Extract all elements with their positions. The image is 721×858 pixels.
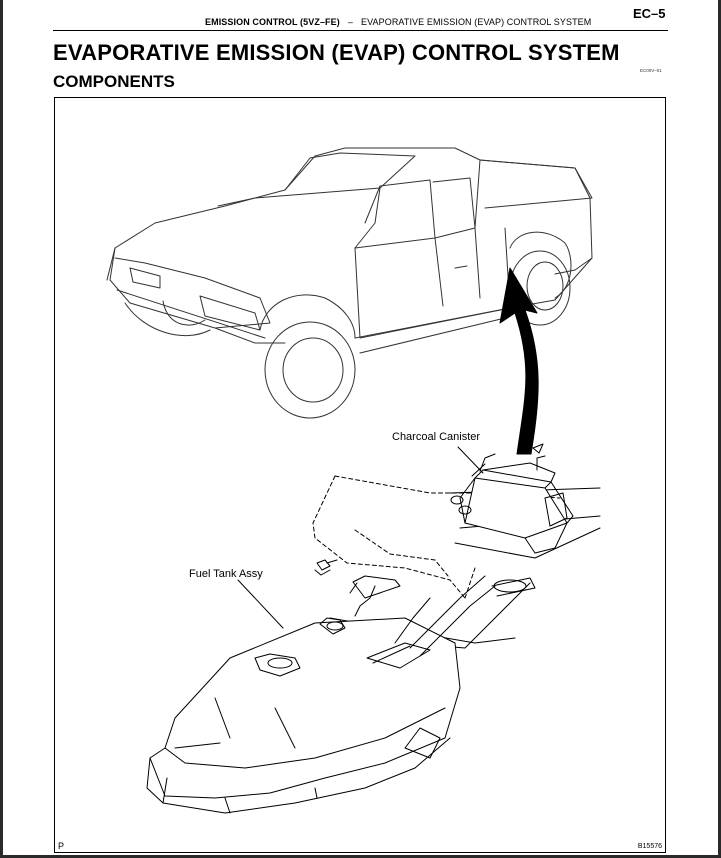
figure-code: B15576 [637,843,662,850]
viewer-right-border [718,0,721,858]
header-separator: – [347,17,353,27]
label-charcoal-canister: Charcoal Canister [392,431,481,443]
figure-corner-letter: P [58,841,65,851]
viewer-bottom-border [0,855,721,858]
canister-leader-line [457,446,484,474]
label-fuel-tank-assy: Fuel Tank Assy [189,568,263,580]
header-subsection: EVAPORATIVE EMISSION (EVAP) CONTROL SYST… [360,17,592,27]
running-header: EMISSION CONTROL (5VZ–FE)–EVAPORATIVE EM… [205,17,591,27]
header-rule [53,30,668,31]
components-figure: Charcoal Canister Fuel Tank Assy P B1557… [54,97,666,853]
canister-drawing [312,443,601,599]
fuel-tank-drawing [146,559,536,814]
header-section: EMISSION CONTROL (5VZ–FE) [205,17,340,27]
tank-leader-line [237,579,284,629]
document-code: EC00V–01 [640,68,662,73]
components-illustration [106,147,601,814]
section-subtitle: COMPONENTS [53,72,175,91]
page-number: EC–5 [633,6,666,21]
location-arrow [499,267,539,455]
truck-drawing [106,147,593,419]
page-title: EVAPORATIVE EMISSION (EVAP) CONTROL SYST… [53,40,620,65]
viewer-left-border [0,0,3,858]
